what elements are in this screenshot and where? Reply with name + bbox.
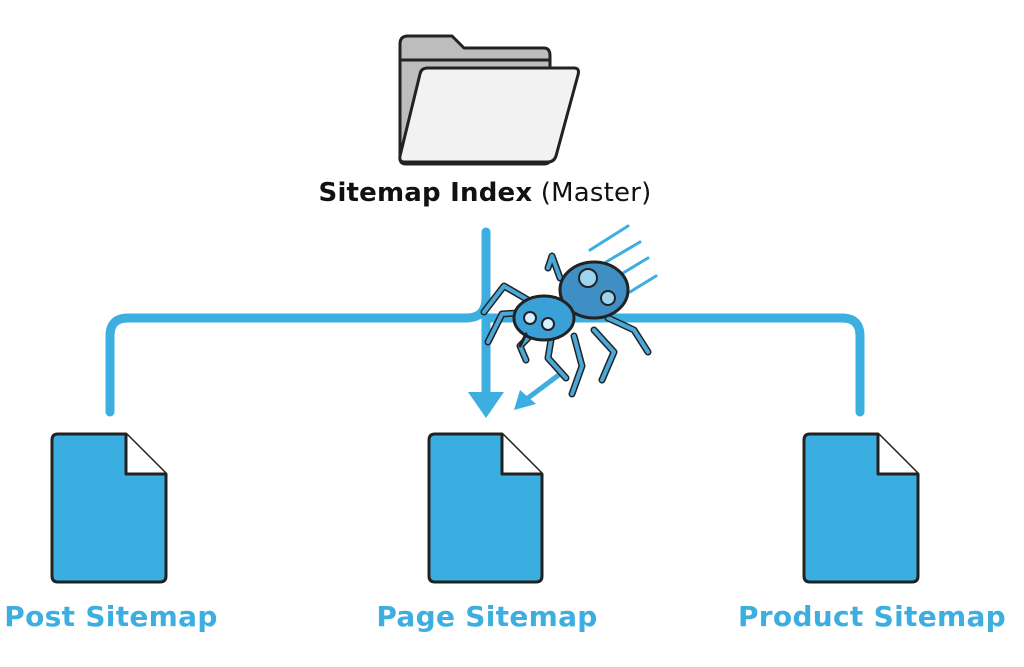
document-icon-post xyxy=(50,432,168,584)
spider-eye-right xyxy=(541,317,555,331)
spider-eye-left xyxy=(523,311,537,325)
spider-fang xyxy=(518,332,528,348)
spider-head xyxy=(512,294,576,342)
document-icon-product xyxy=(802,432,920,584)
gear-icon-small xyxy=(600,290,616,306)
product-sitemap-label: Product Sitemap xyxy=(737,600,1007,633)
arrow-head-center xyxy=(468,392,504,418)
robot-spider-icon xyxy=(480,224,658,410)
crawl-arrow-head xyxy=(514,390,536,410)
post-sitemap-label: Post Sitemap xyxy=(4,600,218,633)
gear-icon xyxy=(578,268,598,288)
connector-trunk xyxy=(105,227,491,417)
folder-icon xyxy=(398,34,580,166)
crawl-arrow xyxy=(525,371,563,401)
connectors xyxy=(105,227,865,417)
page-sitemap-label: Page Sitemap xyxy=(376,600,598,633)
spider-legs-fill xyxy=(482,254,650,396)
document-icon-page xyxy=(427,432,544,584)
root-title-main: Sitemap Index xyxy=(318,178,533,208)
folder-front xyxy=(398,66,580,164)
root-title: Sitemap Index (Master) xyxy=(0,178,970,208)
root-title-suffix: (Master) xyxy=(540,178,652,208)
connector-right xyxy=(481,313,865,417)
